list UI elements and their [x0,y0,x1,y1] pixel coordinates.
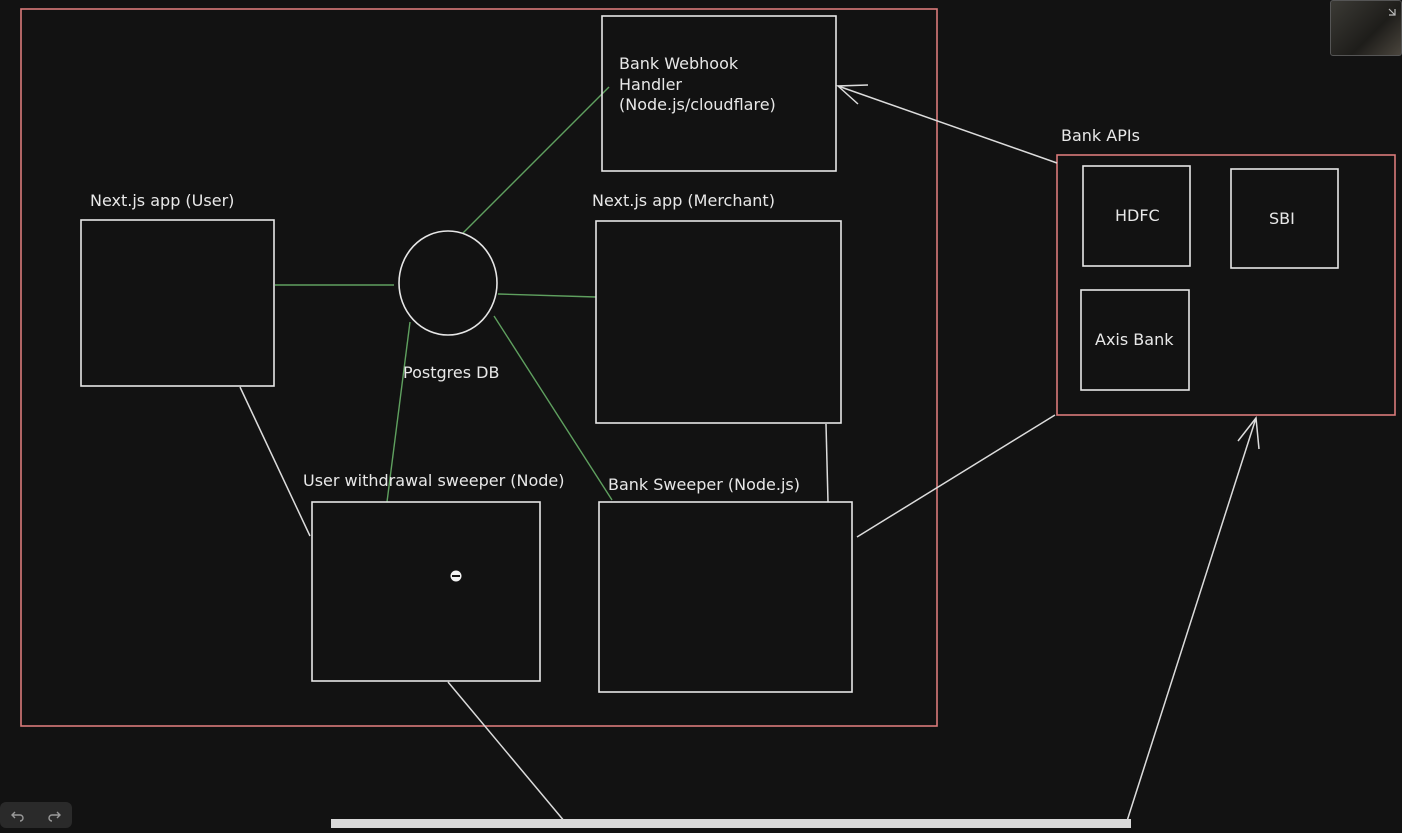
axis-bank-box[interactable] [1080,289,1190,391]
webhook-label-line1: Bank Webhook [619,54,739,73]
webhook-label-line3: (Node.js/cloudflare) [619,95,776,114]
undo-button[interactable] [6,803,30,827]
redo-icon [48,811,61,822]
arrow-bank-apis-to-webhook [837,85,1058,164]
arrowhead-webhook [836,84,869,105]
user-app-label: Next.js app (User) [90,191,234,210]
connector-bank-sweeper-bank-apis [856,414,1056,538]
axis-bank-label: Axis Bank [1095,330,1174,349]
connector-db-bank-sweeper [493,315,613,501]
merchant-app-box[interactable] [595,220,842,424]
connector-db-merchant-app [497,293,597,298]
bank-sweeper-label: Bank Sweeper (Node.js) [608,475,800,494]
withdrawal-sweeper-box[interactable] [311,501,541,682]
hdfc-box[interactable] [1082,165,1191,267]
sbi-box[interactable] [1230,168,1339,269]
webcam-thumbnail[interactable] [1330,0,1402,56]
connector-db-withdrawal [386,321,411,503]
user-app-box[interactable] [80,219,275,387]
undo-icon [11,811,24,822]
sbi-label: SBI [1269,209,1295,228]
history-toolbar [0,802,72,828]
merchant-app-label: Next.js app (Merchant) [592,191,775,210]
postgres-db-node[interactable] [398,230,498,336]
postgres-db-label: Postgres DB [403,363,499,382]
redo-button[interactable] [42,803,66,827]
webhook-handler-box[interactable] [601,15,837,172]
webhook-label-line2: Handler [619,75,682,94]
connector-user-app-withdrawal [239,386,311,537]
horizontal-scrollbar[interactable] [331,819,1131,828]
arrow-withdrawal-to-bank-apis [447,681,571,829]
expand-icon[interactable] [1387,7,1397,21]
hdfc-label: HDFC [1115,206,1160,225]
arrowhead-bank-apis [1237,416,1260,450]
connector-db-webhook [462,86,610,234]
bank-apis-label: Bank APIs [1061,126,1140,145]
arrow-to-bank-apis-shaft [1126,417,1257,822]
bank-sweeper-box[interactable] [598,501,853,693]
system-group[interactable] [20,8,938,727]
withdrawal-sweeper-label: User withdrawal sweeper (Node) [303,471,564,490]
bank-apis-group[interactable] [1056,154,1396,416]
connector-merchant-bank-sweeper [825,423,829,503]
